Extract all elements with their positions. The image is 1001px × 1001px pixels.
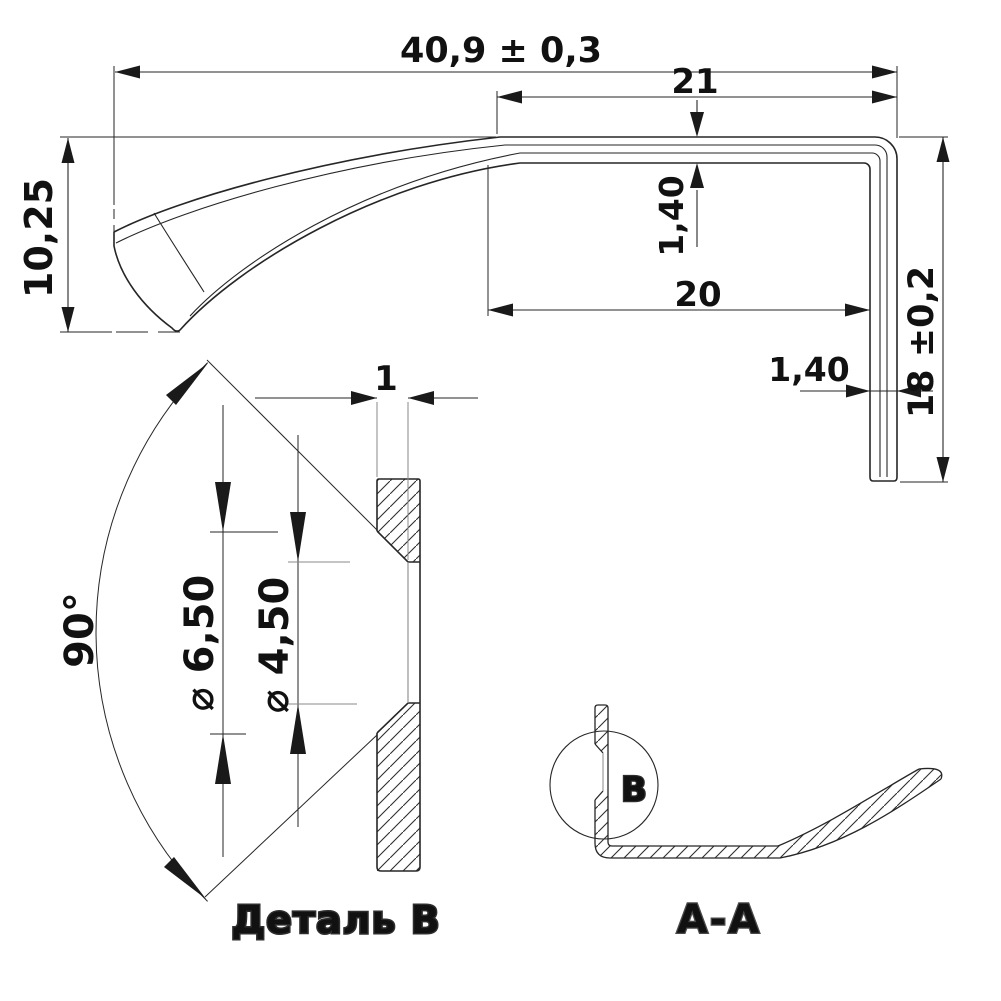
detail-b-angle-dim (95, 359, 378, 902)
dimension-lines (67, 71, 944, 482)
detail-b-view: 1 90° ⌀ 6,50 ⌀ 4,50 Деталь B (57, 359, 478, 944)
dim-countersink-angle: 90° (57, 592, 103, 668)
extension-lines (60, 66, 948, 483)
dim-top-arm-length: 21 (671, 62, 718, 102)
part-outline (113, 136, 898, 482)
dim-chamfer-depth: 1 (374, 359, 398, 399)
part-tangent-line-1 (115, 144, 888, 477)
dim-inner-length: 20 (674, 275, 721, 315)
centerlines (60, 66, 180, 333)
detail-marker-b: B (621, 770, 647, 810)
dim-leg-thickness: 1,40 (768, 350, 849, 389)
dim-hole-diameter: ⌀ 4,50 (252, 577, 298, 714)
detail-b-hole-dim (287, 435, 357, 827)
main-view: 40,9 ± 0,3 21 20 1,40 1,40 18 ±0,2 10,25 (17, 31, 950, 483)
section-aa-view: B A-A (549, 704, 943, 944)
dim-countersink-diameter: ⌀ 6,50 (177, 575, 223, 712)
section-aa-title: A-A (677, 897, 762, 943)
section-aa-outline (594, 704, 943, 859)
detail-b-hatch-upper (377, 479, 420, 562)
part-tangent-line-2 (189, 152, 881, 477)
section-aa-hatch-leg (595, 706, 608, 753)
arrowheads (61, 65, 950, 482)
dim-arm-thickness: 1,40 (652, 175, 691, 256)
dim-hook-height: 10,25 (17, 178, 61, 298)
detail-b-hatch-lower (377, 703, 420, 871)
detail-b-title: Деталь B (231, 898, 440, 942)
part-cross-edge (153, 212, 205, 293)
detail-b-depth-dim (255, 397, 478, 560)
detail-circle-b (549, 730, 659, 840)
section-aa-hatch-body (595, 768, 942, 858)
dim-leg-height: 18 ±0,2 (902, 266, 942, 418)
dim-overall-width: 40,9 ± 0,3 (400, 31, 602, 71)
